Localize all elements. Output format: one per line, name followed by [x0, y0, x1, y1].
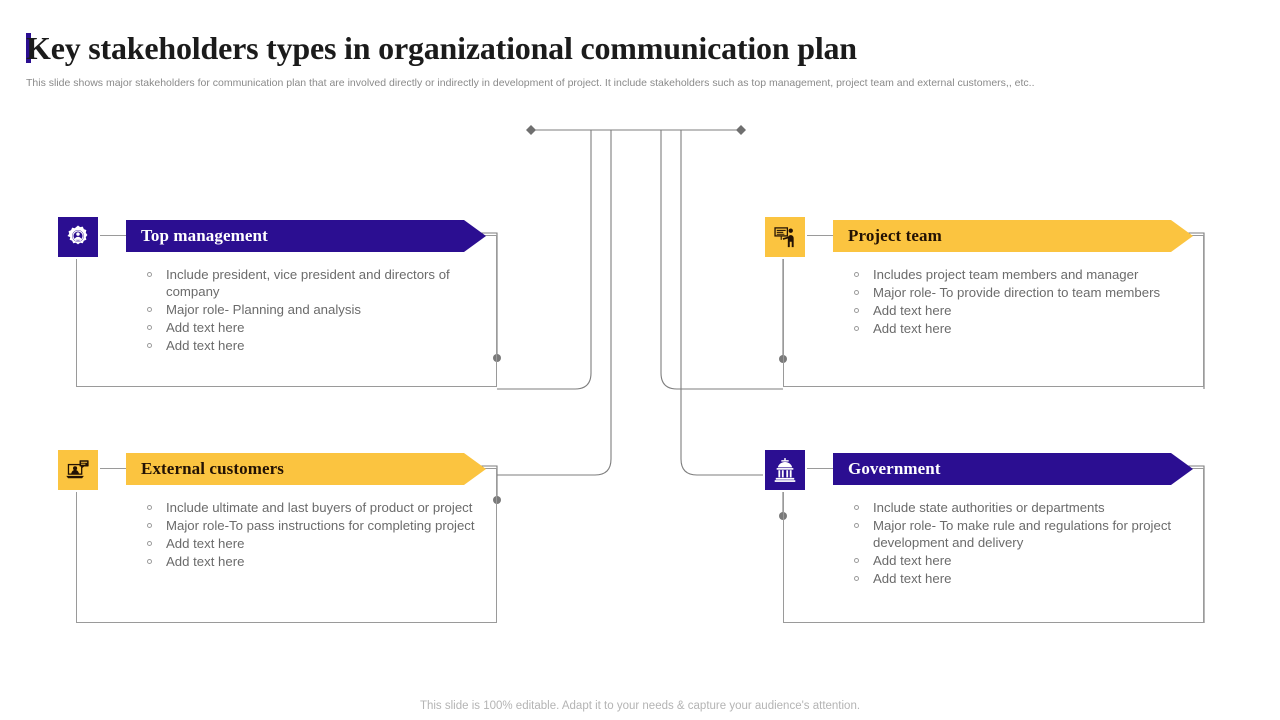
card-title-top-management: Top management	[141, 226, 268, 245]
slide-footer-note: This slide is 100% editable. Adapt it to…	[419, 700, 861, 712]
government-building-icon	[763, 448, 807, 492]
connector-to-top-management	[497, 130, 592, 390]
connector-to-government	[680, 130, 783, 476]
laptop-user-chat-icon	[56, 448, 100, 492]
gear-user-icon	[56, 215, 100, 259]
list-item: Add text here	[849, 302, 1229, 319]
bullet-list-top-management: Include president, vice president and di…	[142, 266, 502, 355]
spine-diamond-left	[526, 125, 536, 135]
list-item: Major role- Planning and analysis	[142, 301, 502, 318]
connector-to-project-team	[660, 130, 783, 390]
page-title: Key stakeholders types in organizational…	[26, 30, 857, 66]
banner-arrow-shape	[126, 220, 486, 252]
page-subtitle: This slide shows major stakeholders for …	[26, 77, 1035, 89]
presentation-presenter-icon	[763, 215, 807, 259]
list-item: Include president, vice president and di…	[142, 266, 502, 300]
list-item: Add text here	[849, 320, 1229, 337]
card-government[interactable]: Government Include state authorities or …	[763, 448, 1204, 623]
connector-to-external-customers	[497, 130, 612, 476]
title-accent-bar	[26, 33, 31, 63]
card-banner-project-team: Project team	[833, 220, 1193, 252]
card-banner-external-customers: External customers	[126, 453, 486, 485]
card-title-government: Government	[848, 459, 941, 478]
banner-arrow-shape	[126, 453, 486, 485]
bullet-list-project-team: Includes project team members and manage…	[849, 266, 1229, 338]
list-item: Includes project team members and manage…	[849, 266, 1229, 283]
list-item: Add text here	[142, 319, 502, 336]
bullet-list-government: Include state authorities or departments…	[849, 499, 1229, 588]
card-title-external-customers: External customers	[141, 459, 284, 478]
list-item: Add text here	[142, 337, 502, 354]
list-item: Add text here	[142, 553, 502, 570]
list-item: Major role- To make rule and regulations…	[849, 517, 1229, 551]
list-item: Include ultimate and last buyers of prod…	[142, 499, 502, 516]
banner-arrow-shape	[833, 453, 1193, 485]
card-banner-government: Government	[833, 453, 1193, 485]
banner-arrow-shape	[833, 220, 1193, 252]
list-item: Add text here	[849, 570, 1229, 587]
list-item: Add text here	[849, 552, 1229, 569]
card-project-team[interactable]: Project team Includes project team membe…	[763, 215, 1204, 387]
card-title-project-team: Project team	[848, 226, 942, 245]
card-top-management[interactable]: Top management Include president, vice p…	[56, 215, 497, 387]
card-banner-top-management: Top management	[126, 220, 486, 252]
list-item: Include state authorities or departments	[849, 499, 1229, 516]
bullet-list-external-customers: Include ultimate and last buyers of prod…	[142, 499, 502, 571]
list-item: Add text here	[142, 535, 502, 552]
spine-diamond-right	[736, 125, 746, 135]
card-external-customers[interactable]: External customers Include ultimate and …	[56, 448, 497, 623]
list-item: Major role-To pass instructions for comp…	[142, 517, 502, 534]
list-item: Major role- To provide direction to team…	[849, 284, 1229, 301]
